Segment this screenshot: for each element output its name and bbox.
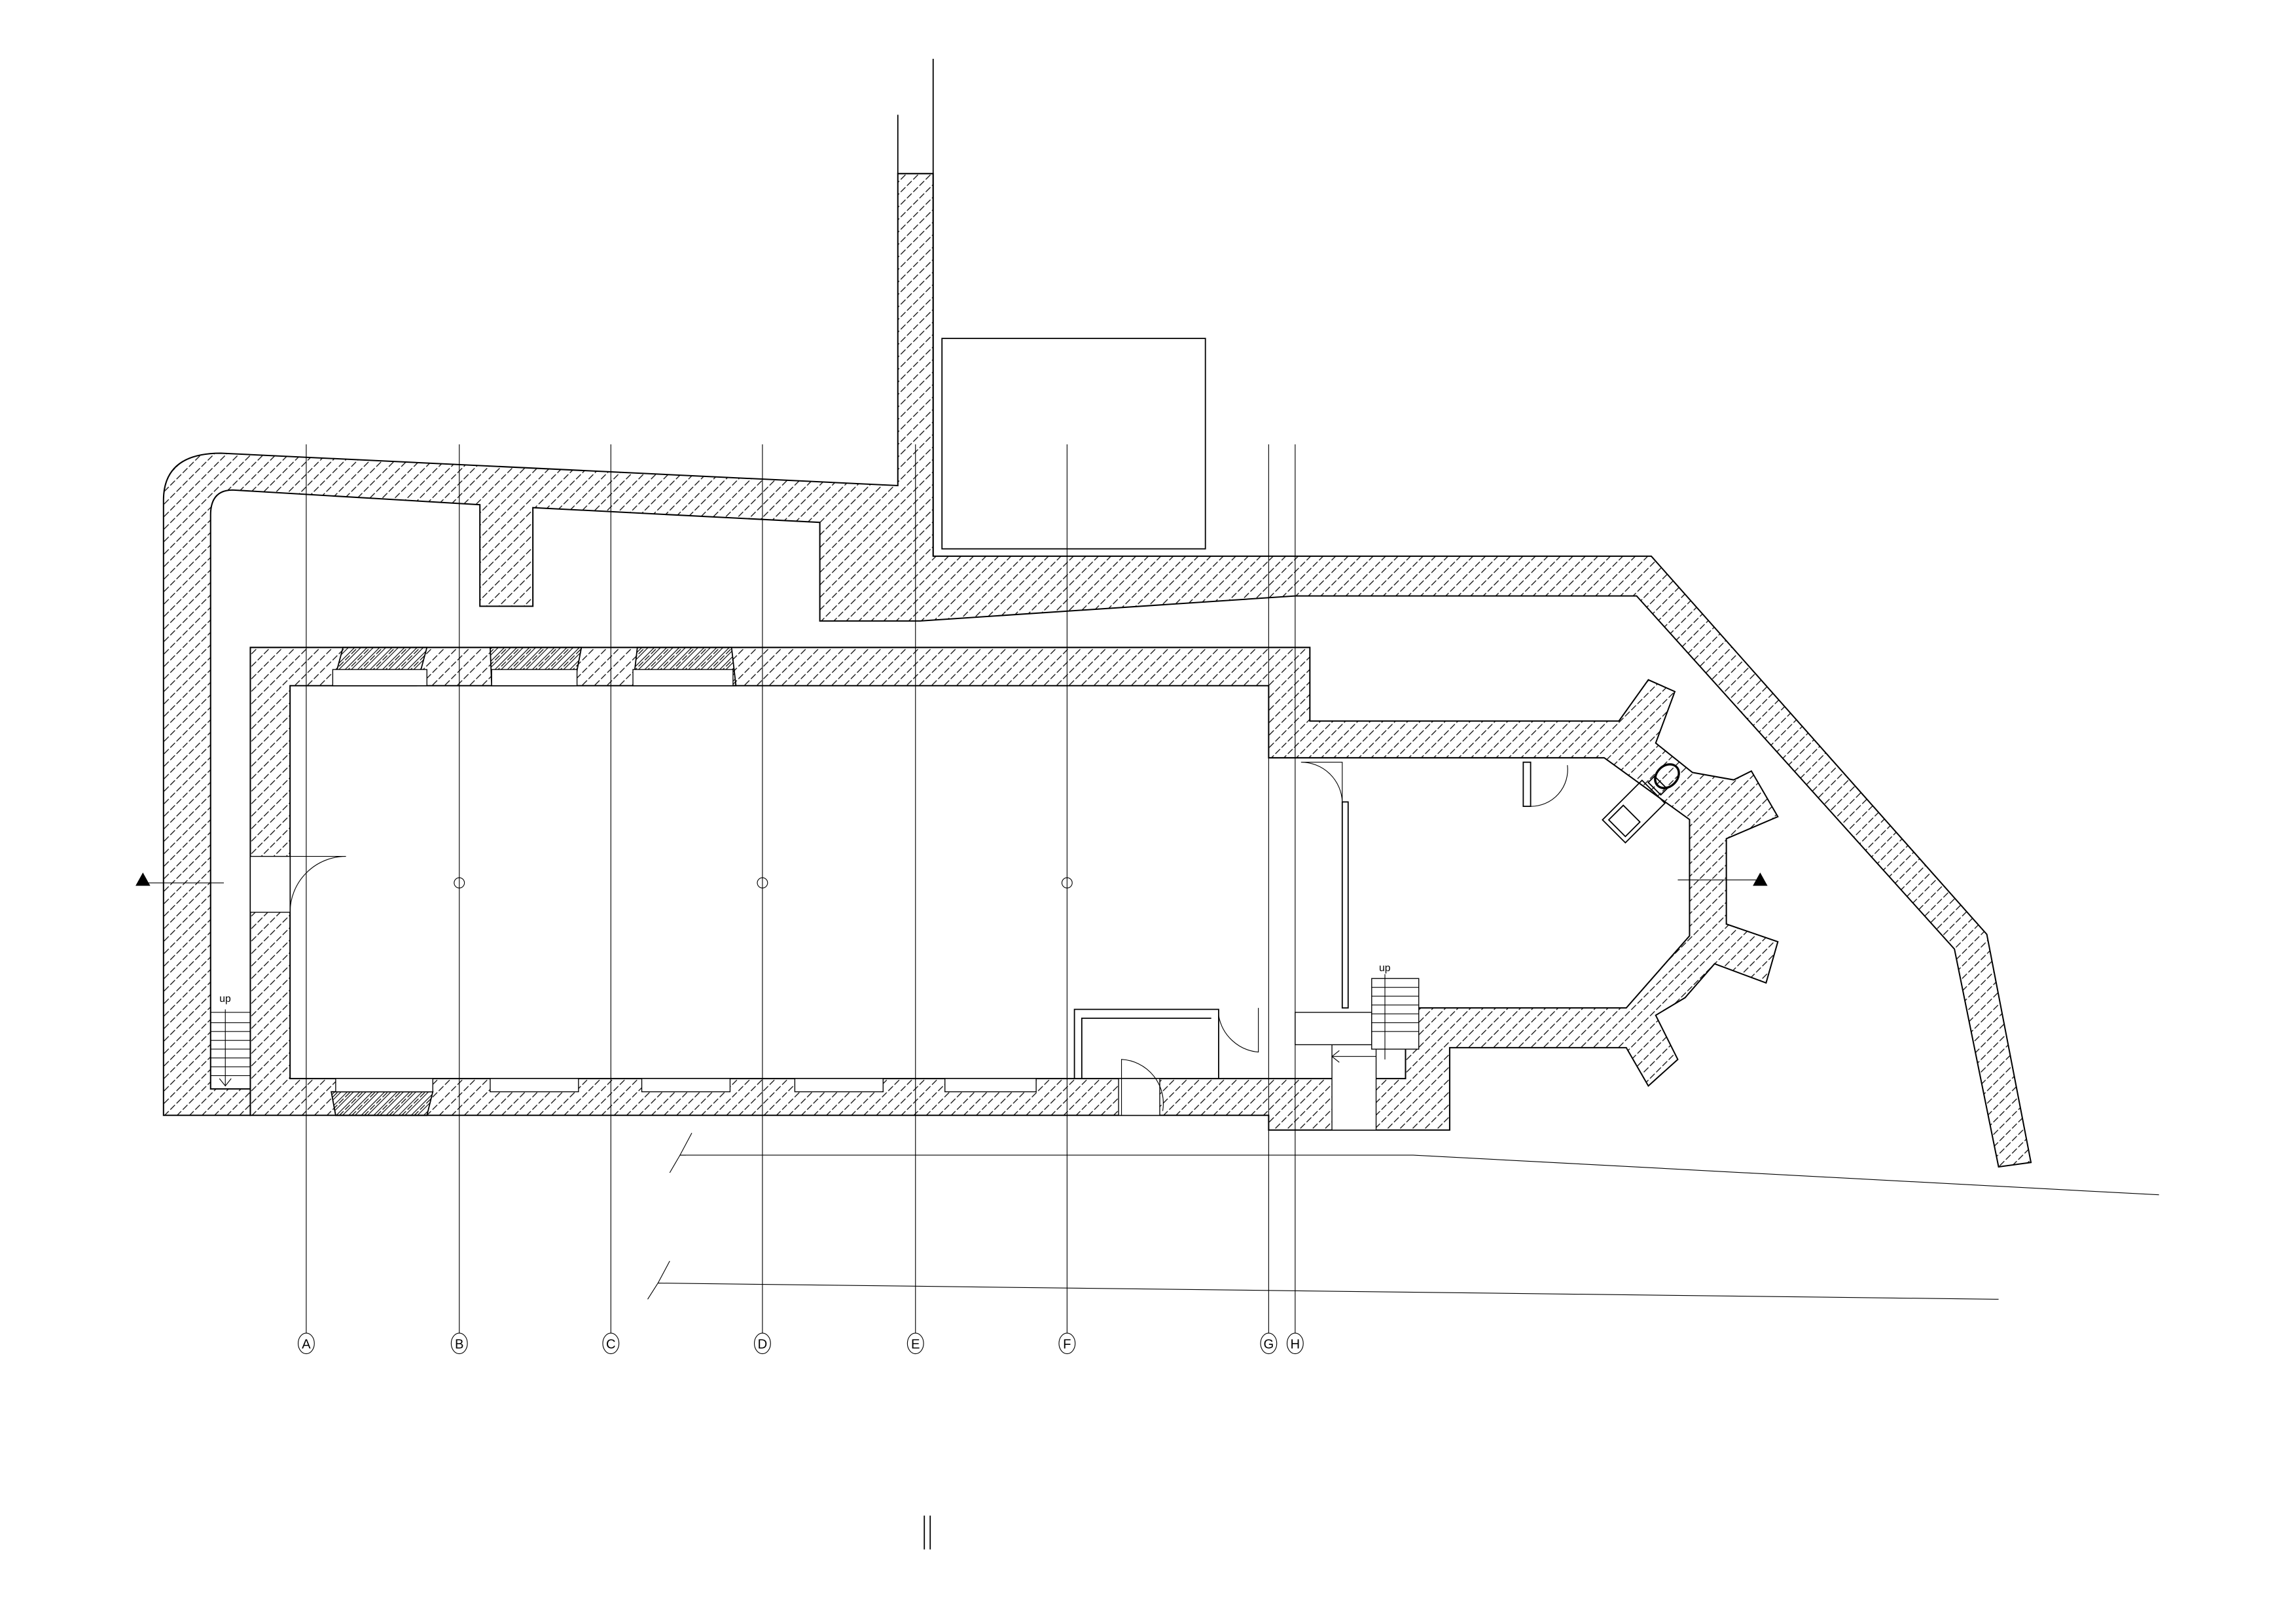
grid-label: F [1063, 1338, 1071, 1352]
section-markers [135, 872, 1768, 886]
grid-bubble [602, 1332, 620, 1355]
grid-label: H [1291, 1338, 1300, 1352]
columns [454, 877, 1073, 889]
grid-label: B [455, 1338, 464, 1352]
grid-bubble [297, 1332, 315, 1355]
wing-door-swing [1300, 762, 1343, 802]
grid-bubble [906, 1332, 924, 1355]
grid-bubble [1058, 1332, 1076, 1355]
east-door-swing [1218, 1008, 1259, 1053]
partition [1341, 801, 1349, 1009]
east-stair: up [1331, 963, 1420, 1063]
south-door-swing [1121, 1059, 1164, 1116]
grid-bubble [753, 1332, 771, 1355]
south-door-opening [1118, 1078, 1160, 1116]
grid-label: G [1264, 1338, 1274, 1352]
stair-up-label: up [219, 993, 231, 1005]
section-triangle-icon [1753, 872, 1768, 886]
grid-label: E [911, 1338, 920, 1352]
boundary-wall [162, 173, 2032, 1168]
stair-up-label: up [1379, 963, 1391, 974]
stair-opening [1295, 1012, 1372, 1046]
grid-bubble [1260, 1332, 1278, 1355]
grid-bubble [450, 1332, 468, 1355]
grid-bubble [1286, 1332, 1304, 1355]
building-walls [249, 647, 1779, 1131]
stair-landing [1331, 1044, 1377, 1131]
wc-fixtures [1602, 763, 1680, 844]
west-stair: up [210, 993, 251, 1090]
west-door-swing [289, 856, 346, 913]
grid-label: C [606, 1338, 616, 1352]
west-door-opening [249, 855, 291, 913]
windows-north [332, 647, 737, 687]
section-triangle-icon [135, 872, 151, 886]
grid-label: A [302, 1338, 311, 1352]
structural-grid: A B C D E F G H [297, 444, 1304, 1355]
property-lines [647, 58, 2159, 1550]
windows-south [331, 1078, 1037, 1116]
doors [249, 761, 1568, 1116]
toilet-icon [1654, 763, 1680, 789]
annex-outline [941, 338, 1206, 550]
sink-icon [1602, 779, 1666, 844]
grid-label: D [758, 1338, 768, 1352]
